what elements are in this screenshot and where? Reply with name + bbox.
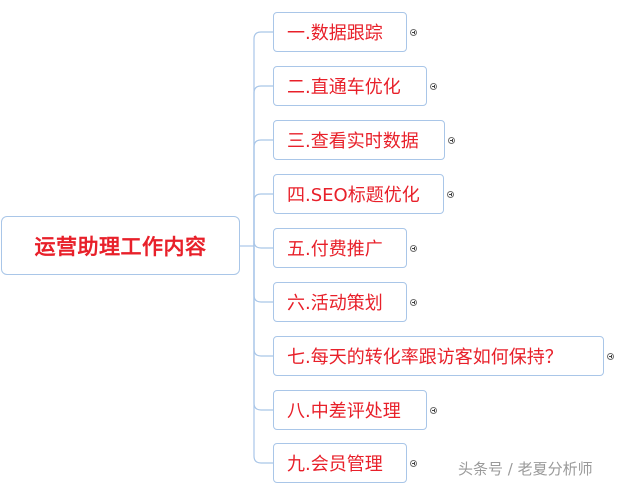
branch-connector-2 xyxy=(253,85,273,246)
branch-node-8[interactable]: 八.中差评处理 xyxy=(273,390,427,430)
expand-icon[interactable] xyxy=(410,244,417,252)
root-node-label: 运营助理工作内容 xyxy=(34,234,207,259)
root-node[interactable]: 运营助理工作内容 xyxy=(1,216,240,275)
branch-node-label: 九.会员管理 xyxy=(287,454,383,475)
expand-icon[interactable] xyxy=(410,28,417,36)
branch-connector-9 xyxy=(253,246,273,464)
branch-node-3[interactable]: 三.查看实时数据 xyxy=(273,120,445,160)
expand-icon[interactable] xyxy=(447,190,454,198)
branch-connector-4 xyxy=(253,193,273,246)
branch-node-label: 一.数据跟踪 xyxy=(287,23,383,44)
branch-node-9[interactable]: 九.会员管理 xyxy=(273,443,407,483)
branch-node-5[interactable]: 五.付费推广 xyxy=(273,228,407,268)
branch-connector-1 xyxy=(253,31,273,246)
branch-node-label: 五.付费推广 xyxy=(287,239,383,260)
branch-node-1[interactable]: 一.数据跟踪 xyxy=(273,12,407,52)
branch-node-label: 七.每天的转化率跟访客如何保持？ xyxy=(287,347,563,368)
branch-connector-3 xyxy=(253,139,273,246)
expand-icon[interactable] xyxy=(607,352,614,360)
branch-connector-8 xyxy=(253,246,273,411)
branch-node-label: 二.直通车优化 xyxy=(287,77,401,98)
branch-node-4[interactable]: 四.SEO标题优化 xyxy=(273,174,444,214)
branch-node-label: 三.查看实时数据 xyxy=(287,131,419,152)
expand-icon[interactable] xyxy=(448,136,455,144)
branch-connector-6 xyxy=(253,246,273,303)
branch-node-label: 四.SEO标题优化 xyxy=(287,185,420,206)
expand-icon[interactable] xyxy=(410,298,417,306)
expand-icon[interactable] xyxy=(430,406,437,414)
branch-connector-5 xyxy=(253,240,273,249)
expand-icon[interactable] xyxy=(410,459,417,467)
branch-node-6[interactable]: 六.活动策划 xyxy=(273,282,407,322)
watermark: 头条号 / 老夏分析师 xyxy=(458,460,593,478)
branch-node-label: 六.活动策划 xyxy=(287,293,383,314)
branch-node-label: 八.中差评处理 xyxy=(287,401,401,422)
branch-node-2[interactable]: 二.直通车优化 xyxy=(273,66,427,106)
expand-icon[interactable] xyxy=(430,82,437,90)
branch-node-7[interactable]: 七.每天的转化率跟访客如何保持？ xyxy=(273,336,604,376)
